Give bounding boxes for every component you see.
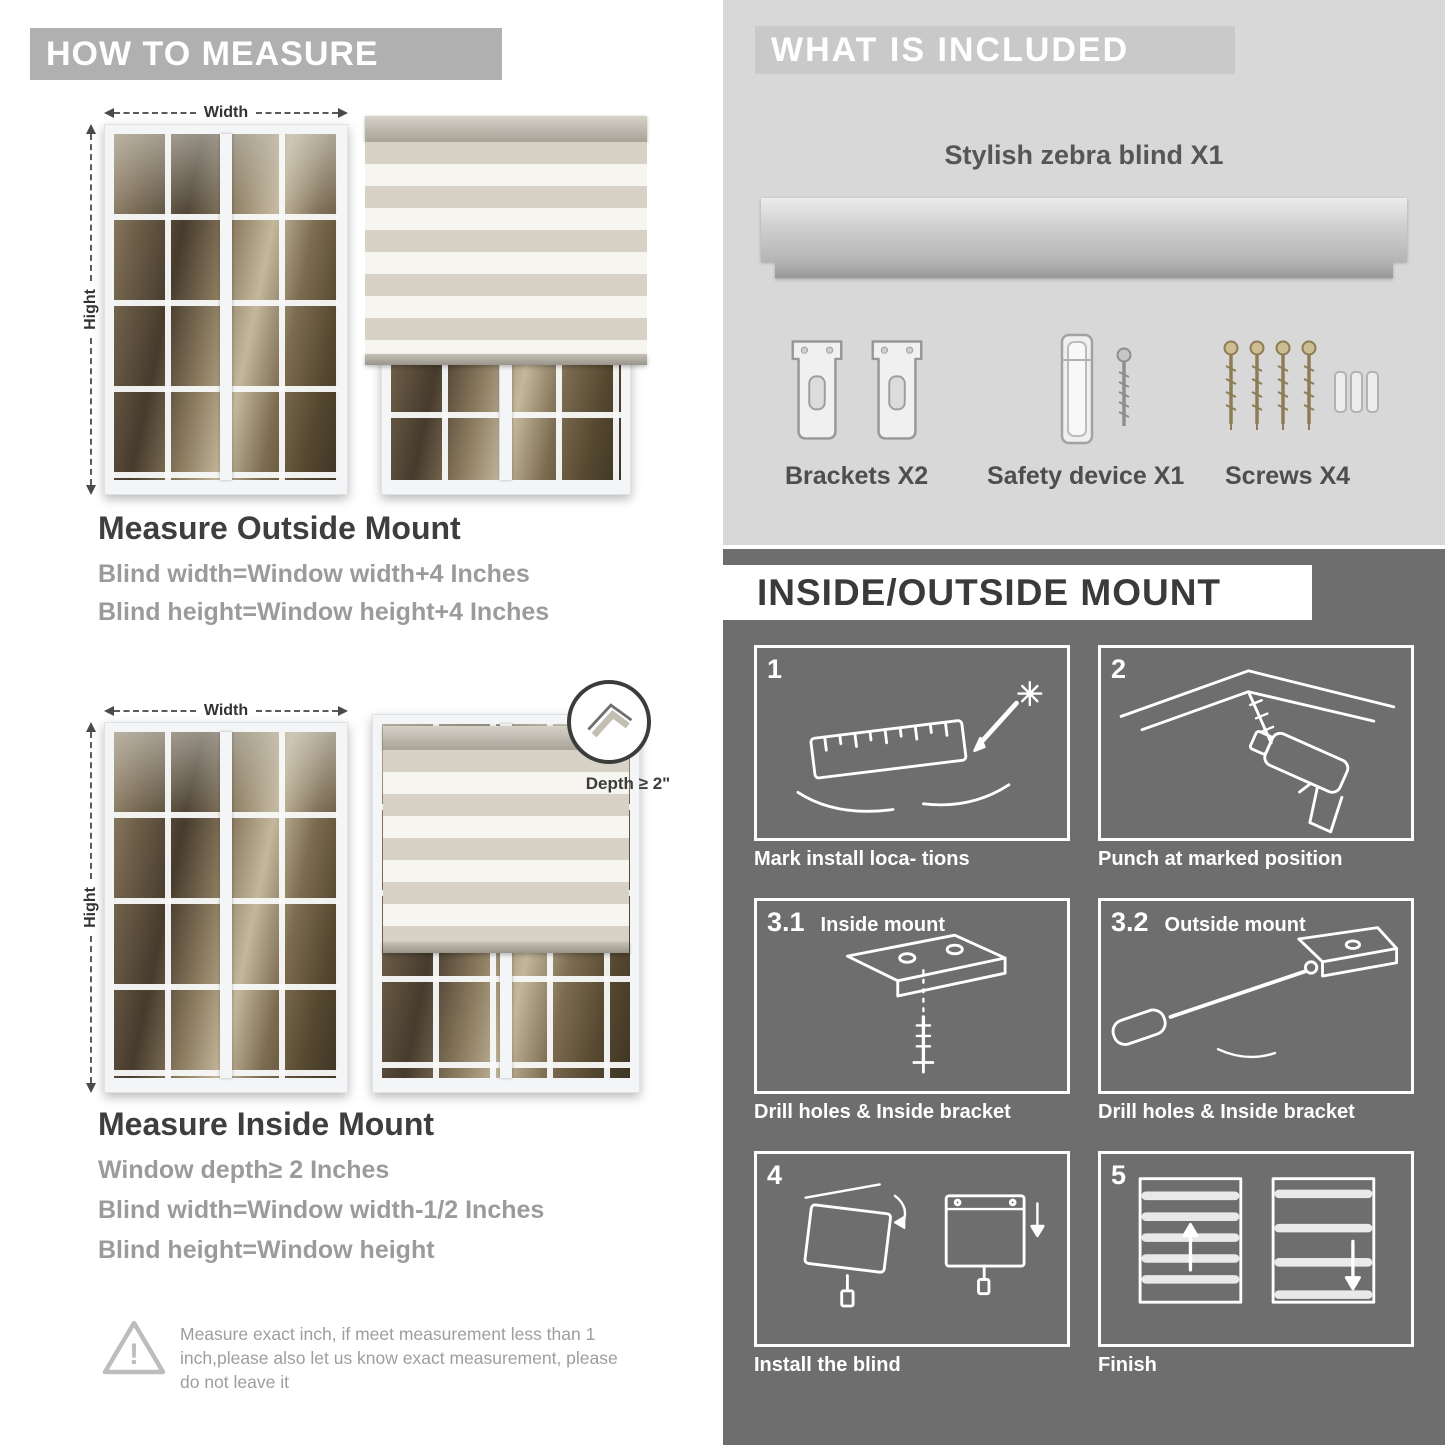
step-3-2: 3.2 Outside mount xyxy=(1098,898,1414,1131)
inside-mount-window-illustration: Width Hight xyxy=(80,700,348,1093)
included-blind-label: Stylish zebra blind X1 xyxy=(944,140,1224,170)
height-arrow-label: Hight xyxy=(82,289,99,330)
height-arrow: Hight xyxy=(80,722,102,1093)
blind-cassette xyxy=(365,116,647,142)
step-3-1-caption: Drill holes & Inside bracket xyxy=(754,1101,1011,1123)
install-blind-illustration xyxy=(803,1183,1045,1308)
step-3-2-panel: 3.2 Outside mount xyxy=(1098,898,1414,1094)
safety-device-icon xyxy=(1060,333,1094,445)
step-3-2-label: Outside mount xyxy=(1164,914,1306,936)
zebra-blind-headrail-image xyxy=(761,198,1407,278)
step-3-1-panel: 3.1 Inside mount xyxy=(754,898,1070,1094)
mount-steps-grid: 1 xyxy=(754,645,1414,1384)
arrow-down-icon xyxy=(86,1083,96,1093)
window-photo xyxy=(104,124,348,495)
outside-bracket-illustration xyxy=(1111,926,1399,1059)
screws-icon xyxy=(1222,339,1379,432)
step-4-number: 4 xyxy=(767,1160,783,1190)
step-2-panel: 2 xyxy=(1098,645,1414,841)
step-4-panel: 4 xyxy=(754,1151,1070,1347)
outside-mount-rule-2: Blind height=Window height+4 Inches xyxy=(98,598,550,626)
what-is-included-header: WHAT IS INCLUDED xyxy=(755,26,1235,74)
step-5-number: 5 xyxy=(1111,1160,1127,1190)
inside-bracket-illustration xyxy=(845,933,1007,1074)
step-3-1: 3.1 Inside mount xyxy=(754,898,1070,1131)
finished-blinds-illustration xyxy=(1138,1177,1376,1304)
width-arrow: Width xyxy=(104,102,348,124)
inside-mount-rule-2: Blind width=Window width-1/2 Inches xyxy=(98,1196,545,1224)
mount-instructions-section: INSIDE/OUTSIDE MOUNT 1 xyxy=(723,549,1445,1445)
arrow-left-icon xyxy=(104,108,114,118)
brackets-label: Brackets X2 xyxy=(785,462,929,490)
zebra-blind xyxy=(383,726,629,953)
step-3-2-number: 3.2 xyxy=(1111,907,1149,937)
depth-callout-circle xyxy=(567,680,651,764)
outside-mount-rule-1: Blind width=Window width+4 Inches xyxy=(98,560,530,588)
measurement-warning-text: Measure exact inch, if meet measurement … xyxy=(180,1324,618,1392)
step-5-panel: 5 xyxy=(1098,1151,1414,1347)
step-4-caption: Install the blind xyxy=(754,1354,901,1376)
how-to-measure-header: HOW TO MEASURE xyxy=(30,28,502,80)
bracket-icon xyxy=(871,340,923,440)
step-5-caption: Finish xyxy=(1098,1354,1157,1376)
window-glass xyxy=(114,732,338,1078)
outside-mount-window-illustration: Width Hight xyxy=(80,102,348,495)
arrow-left-icon xyxy=(104,706,114,716)
step-5: 5 xyxy=(1098,1151,1414,1384)
width-arrow: Width xyxy=(104,700,348,722)
warning-exclamation: ! xyxy=(129,1338,139,1371)
arrow-up-icon xyxy=(86,124,96,134)
step-1-number: 1 xyxy=(767,654,783,684)
measure-inside-mount-title: Measure Inside Mount xyxy=(98,1106,435,1142)
outside-mount-blind-illustration xyxy=(365,116,647,495)
window-glass xyxy=(114,134,338,480)
step-2-caption: Punch at marked position xyxy=(1098,848,1343,870)
safety-device-label: Safety device X1 xyxy=(987,462,1185,490)
what-is-included-section: WHAT IS INCLUDED Stylish zebra blind X1 xyxy=(723,0,1445,545)
measure-outside-mount-title: Measure Outside Mount xyxy=(98,510,461,546)
arrow-right-icon xyxy=(338,108,348,118)
step-3-1-label: Inside mount xyxy=(820,914,945,936)
zebra-blind xyxy=(365,116,647,365)
height-arrow-label: Hight xyxy=(82,887,99,928)
window-photo xyxy=(104,722,348,1093)
inside-mount-rule-1: Window depth≥ 2 Inches xyxy=(98,1156,390,1184)
step-3-1-number: 3.1 xyxy=(767,907,805,937)
screws-label: Screws X4 xyxy=(1225,462,1351,490)
arrow-down-icon xyxy=(86,485,96,495)
warning-triangle-icon: ! xyxy=(102,1320,166,1375)
step-2: 2 xyxy=(1098,645,1414,878)
depth-callout-label: Depth ≥ 2" xyxy=(585,774,671,793)
measure-tape-illustration xyxy=(796,681,1043,813)
step-1-panel: 1 xyxy=(754,645,1070,841)
arrow-up-icon xyxy=(86,722,96,732)
inside-outside-mount-header: INSIDE/OUTSIDE MOUNT xyxy=(723,565,1312,620)
blind-shade xyxy=(383,750,629,942)
step-3-2-caption: Drill holes & Inside bracket xyxy=(1098,1101,1355,1123)
inside-mount-blind-illustration xyxy=(372,714,640,1093)
width-arrow-label: Width xyxy=(203,702,249,719)
window-corner-zoom-icon xyxy=(587,703,633,738)
blind-bottom-rail xyxy=(365,354,647,365)
width-arrow-label: Width xyxy=(203,104,249,121)
blind-bottom-rail xyxy=(383,942,629,953)
screw-icon xyxy=(1116,347,1132,426)
step-1: 1 xyxy=(754,645,1070,878)
inside-mount-rule-3: Blind height=Window height xyxy=(98,1236,435,1264)
step-1-caption: Mark install loca- tions xyxy=(754,848,970,870)
step-4: 4 xyxy=(754,1151,1070,1384)
drill-illustration xyxy=(1119,669,1396,834)
height-arrow: Hight xyxy=(80,124,102,495)
blind-shade xyxy=(365,142,647,354)
arrow-right-icon xyxy=(338,706,348,716)
step-2-number: 2 xyxy=(1111,654,1127,684)
bracket-icon xyxy=(791,340,843,440)
anchors-icon xyxy=(1334,371,1379,413)
